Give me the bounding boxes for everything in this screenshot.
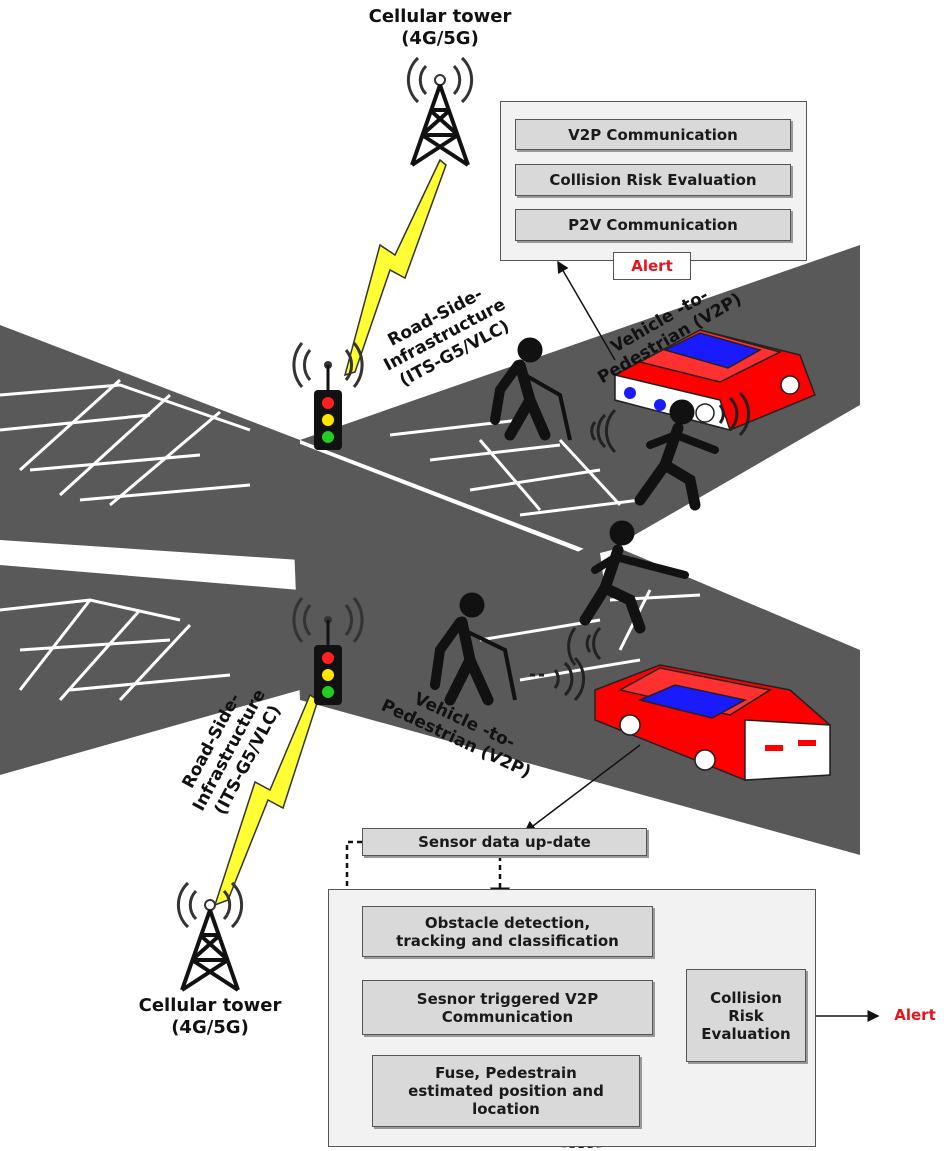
- crosswalk-markings: [0, 378, 701, 702]
- walking-pedestrian-bottom-icon: [579, 520, 689, 634]
- step-p2v-communication: P2V Communication: [515, 209, 791, 241]
- car-bottom-icon: [594, 664, 831, 781]
- elderly-pedestrian-bottom-icon: [430, 592, 517, 706]
- bottom-alert-label: Alert: [894, 1006, 936, 1024]
- sensor-data-update-box: Sensor data up-date: [362, 828, 647, 856]
- traffic-light-top-icon: [292, 342, 364, 450]
- wireless-link-bolt-top: [343, 158, 447, 377]
- signal-waves: [530, 391, 751, 702]
- elderly-pedestrian-top-icon: [490, 337, 572, 441]
- cell-tower-top-icon: [406, 56, 474, 167]
- step-collision-risk-evaluation: Collision Risk Evaluation: [515, 164, 791, 196]
- sensor-triggered-v2p-box: Sesnor triggered V2P Communication: [362, 980, 653, 1035]
- traffic-light-bottom-icon: [292, 597, 364, 705]
- cell-tower-bottom-icon: [176, 881, 244, 992]
- top-alert-badge: Alert: [613, 252, 691, 280]
- car-to-sensor-arrow: [523, 744, 641, 833]
- car-top-icon: [614, 329, 816, 432]
- collision-risk-evaluation-box: Collision Risk Evaluation: [686, 969, 806, 1062]
- step-v2p-communication: V2P Communication: [515, 119, 791, 150]
- obstacle-detection-box: Obstacle detection, tracking and classif…: [362, 906, 653, 957]
- walking-pedestrian-top-icon: [634, 399, 719, 511]
- road: [0, 245, 860, 855]
- cell-tower-top-label: Cellular tower (4G/5G): [368, 6, 512, 49]
- fuse-position-box: Fuse, Pedestrain estimated position and …: [372, 1055, 640, 1127]
- v2p-top-pointer: [557, 260, 616, 361]
- cell-tower-bottom-label: Cellular tower (4G/5G): [138, 995, 282, 1038]
